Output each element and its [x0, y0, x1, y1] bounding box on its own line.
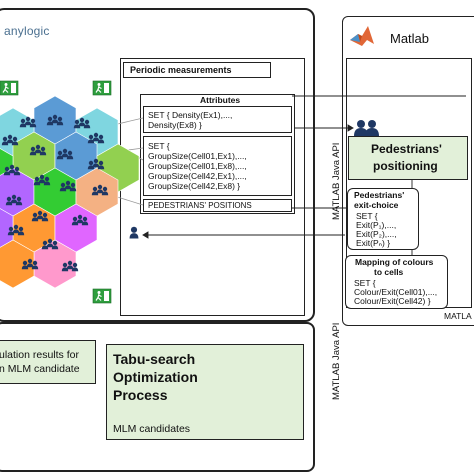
exit-choice-set-3: Exit(P₂),..., [356, 229, 397, 239]
mapping-title-2: to cells [374, 267, 404, 277]
pedestrians-positions-box: PEDESTRIANS' POSITIONS [143, 199, 292, 212]
density-set-line-1: SET { Density(Ex1),..., [148, 110, 233, 120]
attributes-title: Attributes [200, 95, 241, 105]
groupsize-set-line-2: GroupSize(Cell01,Ex1),..., [148, 151, 247, 161]
matlab-title: Matlab [390, 31, 430, 46]
exit-choice-set-2: Exit(P₁),..., [356, 220, 397, 230]
tabu-title-line-3: Process [113, 387, 168, 403]
simulation-results-line-1: ulation results for [0, 349, 79, 361]
pedestrians-positions-label: PEDESTRIANS' POSITIONS [148, 201, 252, 210]
pedestrians-positioning-box: Pedestrians' positioning [348, 136, 468, 180]
groupsize-set-line-4: GroupSize(Cell42,Ex1),..., [148, 171, 247, 181]
hex-cell [0, 208, 14, 248]
attributes-panel [140, 94, 295, 214]
mapping-colours-box: Mapping of colours to cells SET { Colour… [345, 255, 448, 309]
exit-sign-icon [92, 80, 112, 96]
mapping-set-3: Colour/Exit(Cell42) } [354, 296, 431, 306]
mapping-set-2: Colour/Exit(Cell01),..., [354, 287, 438, 297]
hex-cell [0, 239, 35, 289]
groupsize-set-line-5: GroupSize(Cell42,Ex8) } [148, 181, 241, 191]
periodic-measurements-title: Periodic measurements [130, 65, 232, 75]
groupsize-set-line-3: GroupSize(Cell01,Ex8),..., [148, 161, 247, 171]
java-api-label-lower: MATLAB Java API [331, 322, 342, 400]
exit-choice-set-4: Exit(Pₙ) } [356, 238, 391, 248]
optimization-frame [0, 322, 315, 472]
matlab-frame [342, 16, 474, 326]
tabu-title-line-1: Tabu-search [113, 351, 196, 367]
positioning-line-1: Pedestrians' [371, 142, 442, 156]
positioning-line-2: positioning [373, 159, 438, 173]
density-set-box: SET { Density(Ex1),..., Density(Ex8) } [143, 106, 292, 133]
groupsize-set-box: SET { GroupSize(Cell01,Ex1),..., GroupSi… [143, 136, 292, 196]
mapping-set-1: SET { [354, 278, 376, 288]
simulation-results-box: ulation results for n MLM candidate [0, 340, 96, 384]
simulation-results-line-2: n MLM candidate [0, 363, 80, 375]
exit-choice-box: Pedestrians' exit-choice SET { Exit(P₁),… [347, 188, 419, 250]
exit-sign-icon [0, 80, 19, 96]
java-api-label-upper: MATLAB Java API [331, 142, 342, 220]
flow-arrows [142, 95, 466, 255]
mapping-title-1: Mapping of colours [355, 257, 434, 267]
density-set-line-2: Density(Ex8) } [148, 120, 202, 130]
exit-choice-title-2: exit-choice [354, 200, 399, 210]
tabu-title-line-2: Optimization [113, 369, 198, 385]
matlab-footer-label: MATLA [444, 311, 472, 321]
matlab-logo-icon [350, 26, 374, 46]
exit-sign-icon [92, 288, 112, 304]
anylogic-logo-text: anylogic [4, 24, 50, 38]
group-icon [352, 118, 382, 143]
exit-choice-set-1: SET { [356, 211, 378, 221]
pedestrian-icon [129, 226, 139, 239]
exit-choice-title-1: Pedestrians' [354, 190, 405, 200]
anylogic-frame [0, 8, 315, 322]
groupsize-set-line-1: SET { [148, 141, 170, 151]
tabu-search-box: Tabu-search Optimization Process MLM can… [106, 344, 304, 440]
periodic-measurements-header: Periodic measurements [123, 62, 271, 78]
mlm-candidates-label: MLM candidates [113, 423, 191, 435]
